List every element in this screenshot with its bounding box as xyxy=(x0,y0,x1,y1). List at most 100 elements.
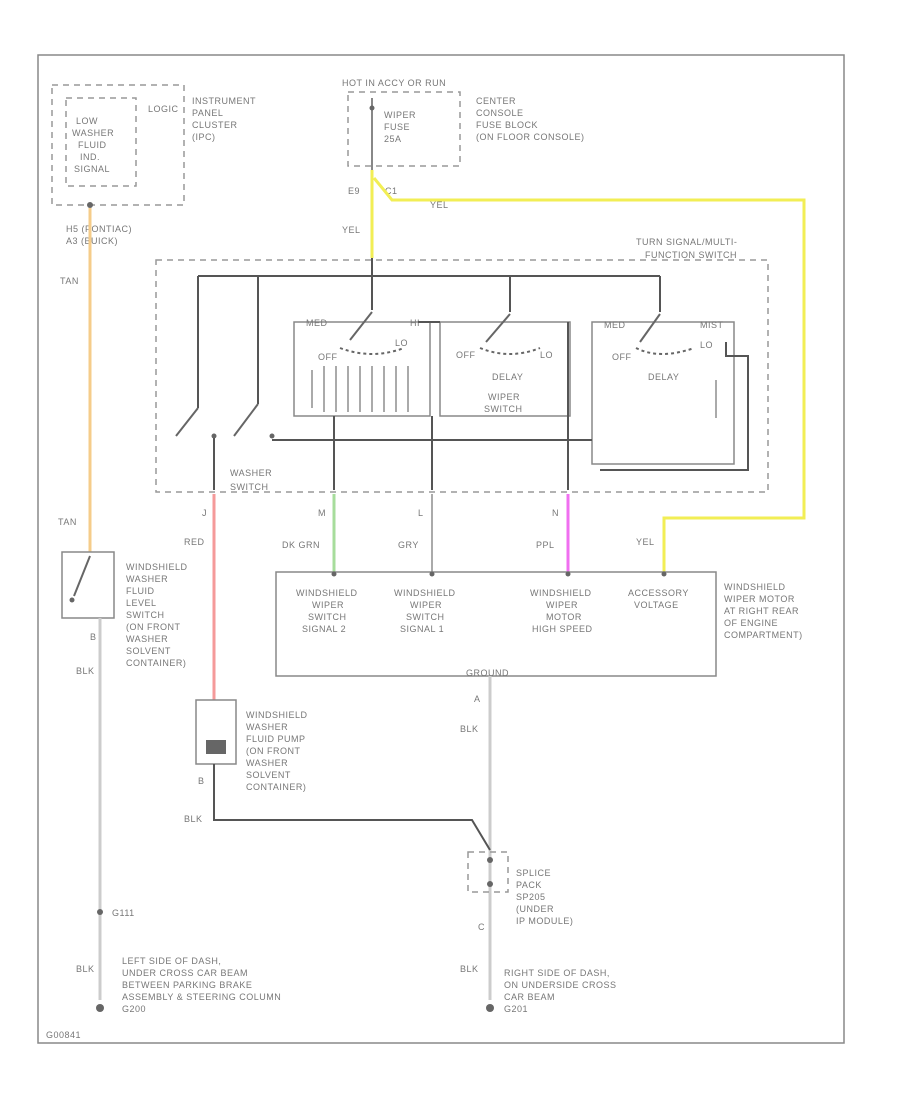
right-ground-line-0: RIGHT SIDE OF DASH, xyxy=(504,968,610,978)
wire-label-yel-2: YEL xyxy=(342,225,361,235)
motor-line-3: OF ENGINE xyxy=(724,618,778,628)
pin-j: J xyxy=(202,508,207,518)
pump-line-3: (ON FRONT xyxy=(246,746,301,756)
motor-col-1: WINDSHIELD WIPER SWITCH SIGNAL 1 xyxy=(394,588,456,634)
delay2-arc xyxy=(635,347,695,355)
wiper-switch-label-off: OFF xyxy=(318,352,338,362)
wiper-switch-internal-lines xyxy=(311,366,409,412)
fuse-block-line-3: (ON FLOOR CONSOLE) xyxy=(476,132,585,142)
motor-line-1: WIPER MOTOR xyxy=(724,594,795,604)
wire-label-gry: GRY xyxy=(398,540,419,550)
right-ground-line-1: ON UNDERSIDE CROSS xyxy=(504,980,617,990)
wire-label-dkgrn: DK GRN xyxy=(282,540,320,550)
delay2-name: DELAY xyxy=(648,372,679,382)
level-switch-line-5: (ON FRONT xyxy=(126,622,181,632)
delay2-mist: MIST xyxy=(700,320,724,330)
cluster-box-line-0: LOW xyxy=(76,116,98,126)
pin-b-pump: B xyxy=(198,776,205,786)
left-ground-line-2: BETWEEN PARKING BRAKE xyxy=(122,980,252,990)
wire-label-tan-2: TAN xyxy=(58,517,77,527)
pump-line-4: WASHER xyxy=(246,758,288,768)
washer-contact-dot-1 xyxy=(211,433,217,439)
fuse-block-line-0: CENTER xyxy=(476,96,516,106)
wiper-switch-box xyxy=(293,321,431,417)
footer-code: G00841 xyxy=(46,1030,81,1040)
wiper-switch-name-0: WIPER xyxy=(488,392,520,402)
splice-line-2: SP205 xyxy=(516,892,546,902)
motor-pin-3 xyxy=(565,571,571,577)
svg-text:WINDSHIELD: WINDSHIELD xyxy=(530,588,592,598)
wiper-motor-box xyxy=(275,571,717,677)
wiper-arc xyxy=(339,347,405,355)
wiper-blade xyxy=(349,311,373,341)
svg-text:SWITCH: SWITCH xyxy=(406,612,445,622)
motor-col-0: WINDSHIELD WIPER SWITCH SIGNAL 2 xyxy=(296,588,357,634)
svg-text:WIPER: WIPER xyxy=(312,600,344,610)
wire-label-blk-3: BLK xyxy=(184,814,203,824)
right-ground-line-2: CAR BEAM xyxy=(504,992,555,1002)
svg-text:HIGH SPEED: HIGH SPEED xyxy=(532,624,593,634)
wire-label-tan-1: TAN xyxy=(60,276,79,286)
splice-line-1: PACK xyxy=(516,880,542,890)
pump-line-0: WINDSHIELD xyxy=(246,710,308,720)
wire-label-yel-3: YEL xyxy=(636,537,655,547)
splice-pack-box xyxy=(467,851,509,893)
delay1-blade xyxy=(485,313,511,343)
fuse-block-line-2: FUSE BLOCK xyxy=(476,120,538,130)
cluster-line-1: PANEL xyxy=(192,108,223,118)
cluster-box-line-4: SIGNAL xyxy=(74,164,110,174)
cluster-inner-dashed xyxy=(65,97,137,187)
splice-line-0: SPLICE xyxy=(516,868,551,878)
splice-dot-bottom xyxy=(487,881,493,887)
ground-right-symbol xyxy=(486,1004,494,1012)
level-switch-line-2: FLUID xyxy=(126,586,155,596)
cluster-line-2: CLUSTER xyxy=(192,120,238,130)
motor-line-2: AT RIGHT REAR xyxy=(724,606,799,616)
level-switch-line-7: SOLVENT xyxy=(126,646,171,656)
ground-g111-dot xyxy=(97,909,103,915)
pin-b-level: B xyxy=(90,632,97,642)
wire-label-blk-1: BLK xyxy=(76,666,95,676)
ground-g111-label: G111 xyxy=(112,908,135,918)
fuse-pin-0: E9 xyxy=(348,186,360,196)
wire-label-red: RED xyxy=(184,537,205,547)
delay1-arc xyxy=(479,347,541,355)
level-switch-line-1: WASHER xyxy=(126,574,168,584)
wire-label-blk-5: BLK xyxy=(460,964,479,974)
washer-contact-dot-2 xyxy=(269,433,275,439)
pin-m: M xyxy=(318,508,326,518)
pin-c: C xyxy=(478,922,485,932)
cluster-outer-dashed xyxy=(51,84,185,206)
svg-text:WINDSHIELD: WINDSHIELD xyxy=(394,588,456,598)
diagram-border xyxy=(37,54,845,1044)
ground-left-symbol xyxy=(96,1004,104,1012)
motor-col-3: ACCESSORY VOLTAGE xyxy=(628,588,688,610)
motor-col-2: WINDSHIELD WIPER MOTOR HIGH SPEED xyxy=(530,588,593,634)
fuse-line-2: 25A xyxy=(384,134,402,144)
pump-box xyxy=(195,699,237,765)
wiper-switch-label-lo: LO xyxy=(395,338,408,348)
cluster-box-line-1: WASHER xyxy=(72,128,114,138)
fuse-pin-1: C1 xyxy=(385,186,398,196)
wire-label-ppl: PPL xyxy=(536,540,555,550)
level-switch-box xyxy=(61,551,115,619)
svg-text:VOLTAGE: VOLTAGE xyxy=(634,600,679,610)
wire-yel-motor xyxy=(372,177,806,572)
wire-label-yel-1: YEL xyxy=(430,200,449,210)
pump-motor-icon xyxy=(206,740,226,754)
svg-text:SIGNAL 1: SIGNAL 1 xyxy=(400,624,444,634)
pin-a: A xyxy=(474,694,481,704)
wiper-switch-label-hi: HI xyxy=(410,318,420,328)
delay2-lo: LO xyxy=(700,340,713,350)
pump-line-2: FLUID PUMP xyxy=(246,734,306,744)
mist-switch-box xyxy=(591,321,735,465)
wire-label-blk-2: BLK xyxy=(460,724,479,734)
cluster-logic-label: LOGIC xyxy=(148,104,179,114)
fuse-line-0: WIPER xyxy=(384,110,416,120)
left-ground-line-0: LEFT SIDE OF DASH, xyxy=(122,956,221,966)
cluster-line-0: INSTRUMENT xyxy=(192,96,256,106)
motor-line-4: COMPARTMENT) xyxy=(724,630,803,640)
level-switch-line-4: SWITCH xyxy=(126,610,165,620)
washer-switch-line-0: WASHER xyxy=(230,468,272,478)
